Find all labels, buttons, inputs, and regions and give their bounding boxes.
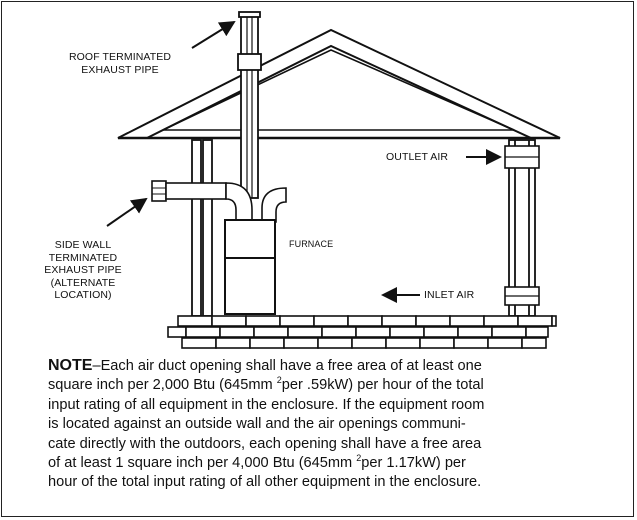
- brick: [245, 315, 281, 327]
- side-wall-arrow: [106, 197, 148, 227]
- brick: [449, 315, 485, 327]
- brick: [253, 326, 289, 338]
- brick: [347, 315, 383, 327]
- brick: [517, 315, 553, 327]
- note-text: NOTE–Each air duct opening shall have a …: [48, 357, 485, 491]
- brick: [249, 337, 285, 349]
- brick: [177, 315, 213, 327]
- note-heading: NOTE: [48, 357, 93, 374]
- roof-exhaust-pipe: [237, 11, 262, 199]
- side-wall-exhaust-pipe: [151, 180, 287, 223]
- roof-exhaust-arrow: [191, 20, 236, 49]
- brick: [279, 315, 315, 327]
- roof-exhaust-label: ROOF TERMINATED EXHAUST PIPE: [68, 51, 172, 76]
- brick: [385, 337, 421, 349]
- brick: [419, 337, 455, 349]
- brick: [313, 315, 349, 327]
- brick: [483, 315, 519, 327]
- brick: [423, 326, 459, 338]
- brick-foundation: [167, 315, 557, 349]
- outlet-air-label: OUTLET AIR: [386, 151, 449, 163]
- brick: [457, 326, 493, 338]
- brick: [351, 337, 387, 349]
- furnace-label: FURNACE: [289, 239, 334, 249]
- furnace: [224, 219, 276, 315]
- brick: [453, 337, 489, 349]
- brick: [381, 315, 417, 327]
- brick: [215, 337, 251, 349]
- brick: [287, 326, 323, 338]
- inlet-air-label: INLET AIR: [424, 289, 475, 301]
- brick: [181, 337, 217, 349]
- roof: [117, 28, 561, 140]
- brick: [219, 326, 255, 338]
- brick: [321, 326, 357, 338]
- brick: [521, 337, 547, 349]
- brick: [491, 326, 527, 338]
- brick: [211, 315, 247, 327]
- right-wall: [504, 139, 540, 317]
- brick: [415, 315, 451, 327]
- brick: [525, 326, 549, 338]
- brick: [185, 326, 221, 338]
- brick: [167, 326, 187, 338]
- brick: [551, 315, 557, 327]
- side-wall-exhaust-label: SIDE WALL TERMINATED EXHAUST PIPE (ALTER…: [44, 239, 122, 301]
- brick: [389, 326, 425, 338]
- label-arrows: [106, 20, 502, 303]
- brick: [283, 337, 319, 349]
- brick: [355, 326, 391, 338]
- left-wall: [191, 139, 213, 317]
- brick: [487, 337, 523, 349]
- brick: [317, 337, 353, 349]
